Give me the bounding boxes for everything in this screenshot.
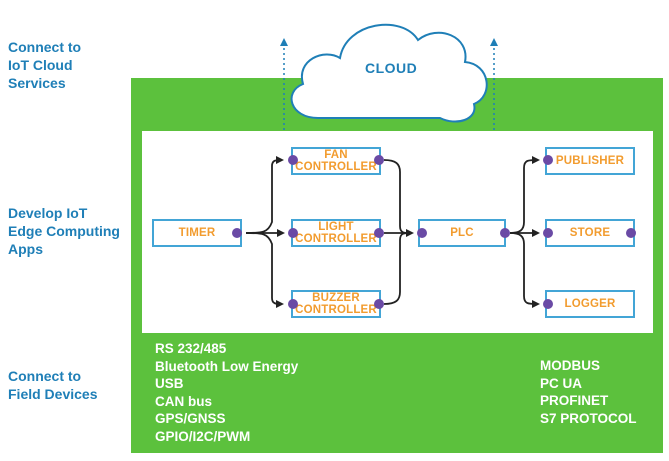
port-store-out [626, 228, 636, 238]
label-develop-edge: Develop IoT Edge Computing Apps [8, 204, 120, 258]
node-label: STORE [569, 227, 611, 239]
protocol-item: MODBUS [540, 358, 600, 373]
port-light-in [288, 228, 298, 238]
label-line: Connect to [8, 368, 82, 384]
node-plc: PLC [418, 219, 506, 247]
port-plc-in [417, 228, 427, 238]
node-buzzer-controller: BUZZER CONTROLLER [291, 290, 381, 318]
interface-item: CAN bus [155, 393, 212, 409]
port-fan-in [288, 155, 298, 165]
wire-fan-plc [383, 159, 411, 234]
node-label: PLC [450, 227, 474, 239]
node-label: PUBLISHER [555, 155, 625, 167]
port-buzzer-in [288, 299, 298, 309]
node-label: CONTROLLER [295, 161, 377, 173]
label-connect-cloud: Connect to IoT Cloud Services [8, 38, 81, 92]
node-label: CONTROLLER [295, 304, 377, 316]
label-line: Connect to [8, 39, 82, 55]
node-logger: LOGGER [545, 290, 635, 318]
port-light-out [374, 228, 384, 238]
node-label: LIGHT [318, 221, 354, 233]
interface-item: GPIO/I2C/PWM [155, 428, 251, 444]
port-store-in [543, 228, 553, 238]
node-label: BUZZER [312, 292, 360, 304]
label-line: IoT Cloud [8, 57, 73, 73]
protocol-item: PC UA [540, 375, 583, 391]
port-buzzer-out [374, 299, 384, 309]
node-timer: TIMER [152, 219, 242, 247]
cloud-icon [290, 23, 488, 123]
interface-item: GPS/GNSS [155, 411, 226, 426]
protocol-list: MODBUS PC UA PROFINET S7 PROTOCOL [540, 357, 637, 427]
interface-item: Bluetooth Low Energy [155, 358, 299, 374]
wire-timer-fan [245, 156, 284, 234]
protocol-item: S7 PROTOCOL [540, 410, 637, 426]
node-label: LOGGER [564, 298, 616, 310]
interface-item: USB [155, 376, 184, 391]
wire-timer-buzzer [245, 232, 284, 308]
node-publisher: PUBLISHER [545, 147, 635, 175]
label-line: Services [8, 75, 66, 91]
label-connect-field: Connect to Field Devices [8, 367, 98, 403]
wire-buzzer-plc [383, 232, 411, 305]
node-store: STORE [545, 219, 635, 247]
label-line: Field Devices [8, 386, 98, 402]
port-fan-out [374, 155, 384, 165]
port-plc-out [500, 228, 510, 238]
node-fan-controller: FAN CONTROLLER [291, 147, 381, 175]
label-line: Apps [8, 241, 43, 257]
port-timer-out [232, 228, 242, 238]
node-label: TIMER [178, 227, 216, 239]
node-light-controller: LIGHT CONTROLLER [291, 219, 381, 247]
wire-plc-publisher [509, 156, 540, 234]
node-label: FAN [324, 149, 348, 161]
port-logger-in [543, 299, 553, 309]
port-publisher-in [543, 155, 553, 165]
label-line: Develop IoT [8, 205, 88, 221]
label-line: Edge Computing [8, 223, 120, 239]
node-label: CONTROLLER [295, 233, 377, 245]
protocol-item: PROFINET [540, 393, 609, 408]
wire-plc-logger [509, 232, 540, 308]
interface-item: RS 232/485 [155, 341, 227, 356]
interface-list: RS 232/485 Bluetooth Low Energy USB CAN … [155, 340, 298, 445]
cloud-label: CLOUD [365, 60, 418, 76]
